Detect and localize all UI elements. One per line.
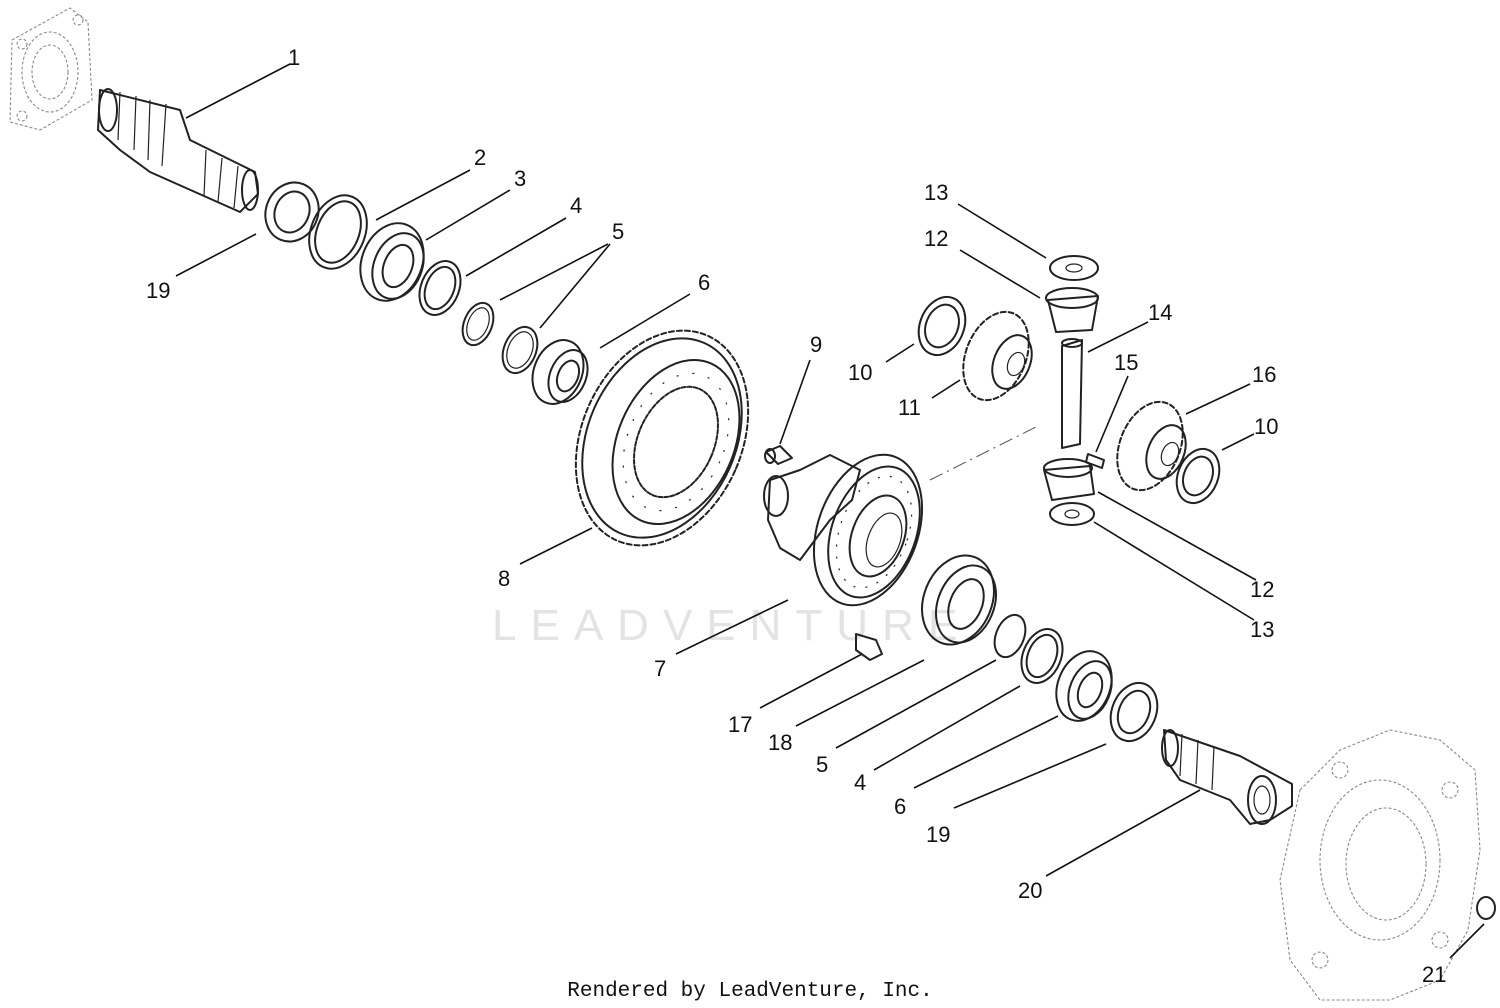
assembly-axis: [929, 424, 1041, 481]
callout-7: 7: [654, 656, 666, 681]
part-washer-10-left: [917, 295, 967, 357]
part-bearing-6-upper: [531, 339, 589, 405]
callout-17: 17: [728, 712, 752, 737]
part-ring-gear-8: [574, 329, 750, 547]
part-pin-9: [764, 445, 793, 465]
part-washer-4-lower: [1020, 628, 1064, 684]
callout-18: 18: [768, 730, 792, 755]
callout-19-lower: 19: [926, 822, 950, 847]
callout-4-lower: 4: [854, 770, 866, 795]
part-cross-shaft-14: [1061, 338, 1083, 449]
part-roll-pin-15: [1085, 453, 1105, 469]
part-snap-ring-5-a: [461, 301, 495, 347]
part-washer-13-upper: [1049, 255, 1099, 281]
callout-20: 20: [1018, 878, 1042, 903]
part-washer-13-lower: [1049, 502, 1095, 526]
callout-15: 15: [1114, 350, 1138, 375]
part-ring-2: [308, 194, 368, 270]
callout-6-lower: 6: [894, 794, 906, 819]
callout-9: 9: [810, 332, 822, 357]
part-pinion-12-upper: [1045, 287, 1099, 333]
callout-5-upper: 5: [612, 219, 624, 244]
callout-5-lower: 5: [816, 752, 828, 777]
callout-19-upper: 19: [146, 278, 170, 303]
part-bearing-6-lower: [1055, 650, 1113, 722]
callout-10-right: 10: [1254, 414, 1278, 439]
part-seal-19-lower: [1109, 681, 1159, 743]
callout-12-lower: 12: [1250, 577, 1274, 602]
part-bolt-17: [855, 633, 883, 661]
part-seal-19-upper: [264, 181, 320, 243]
callout-1: 1: [288, 45, 300, 70]
callout-21: 21: [1422, 962, 1446, 987]
part-plug-21: [1476, 896, 1496, 920]
watermark-text: LEADVENTURE: [492, 601, 971, 650]
callout-4-upper: 4: [570, 193, 582, 218]
callout-13-upper: 13: [924, 180, 948, 205]
part-snap-ring-5-b: [501, 325, 539, 375]
callout-11: 11: [898, 395, 921, 420]
callout-labels: 1 2 3 4 5 6 7 8 9 10 10 11 12 12 13 13 1…: [146, 45, 1446, 987]
callout-3: 3: [514, 166, 526, 191]
part-bearing-18: [921, 554, 997, 646]
part-snap-ring-5-lower: [993, 613, 1027, 659]
callout-8: 8: [498, 566, 510, 591]
leader-lines: [175, 63, 1485, 959]
callout-10-left: 10: [848, 360, 872, 385]
part-washer-4-upper: [418, 260, 462, 316]
part-side-gear-16: [1116, 400, 1187, 492]
part-side-gear-11: [962, 310, 1033, 402]
callout-14: 14: [1148, 300, 1172, 325]
part-pinion-12-lower: [1043, 458, 1095, 501]
callout-6-upper: 6: [698, 270, 710, 295]
housing-cover-left: [9, 7, 93, 131]
part-bearing-3: [359, 222, 425, 302]
callout-2: 2: [474, 145, 486, 170]
part-shaft-1: [97, 88, 259, 213]
part-washer-10-right: [1175, 447, 1221, 505]
callout-16: 16: [1252, 362, 1276, 387]
credit-text: Rendered by LeadVenture, Inc.: [567, 980, 932, 1003]
part-diff-case-7: [763, 453, 924, 607]
callout-13-lower: 13: [1250, 617, 1274, 642]
callout-12-upper: 12: [924, 226, 948, 251]
part-shaft-20: [1161, 729, 1293, 825]
housing-case-right: [1279, 729, 1481, 1001]
